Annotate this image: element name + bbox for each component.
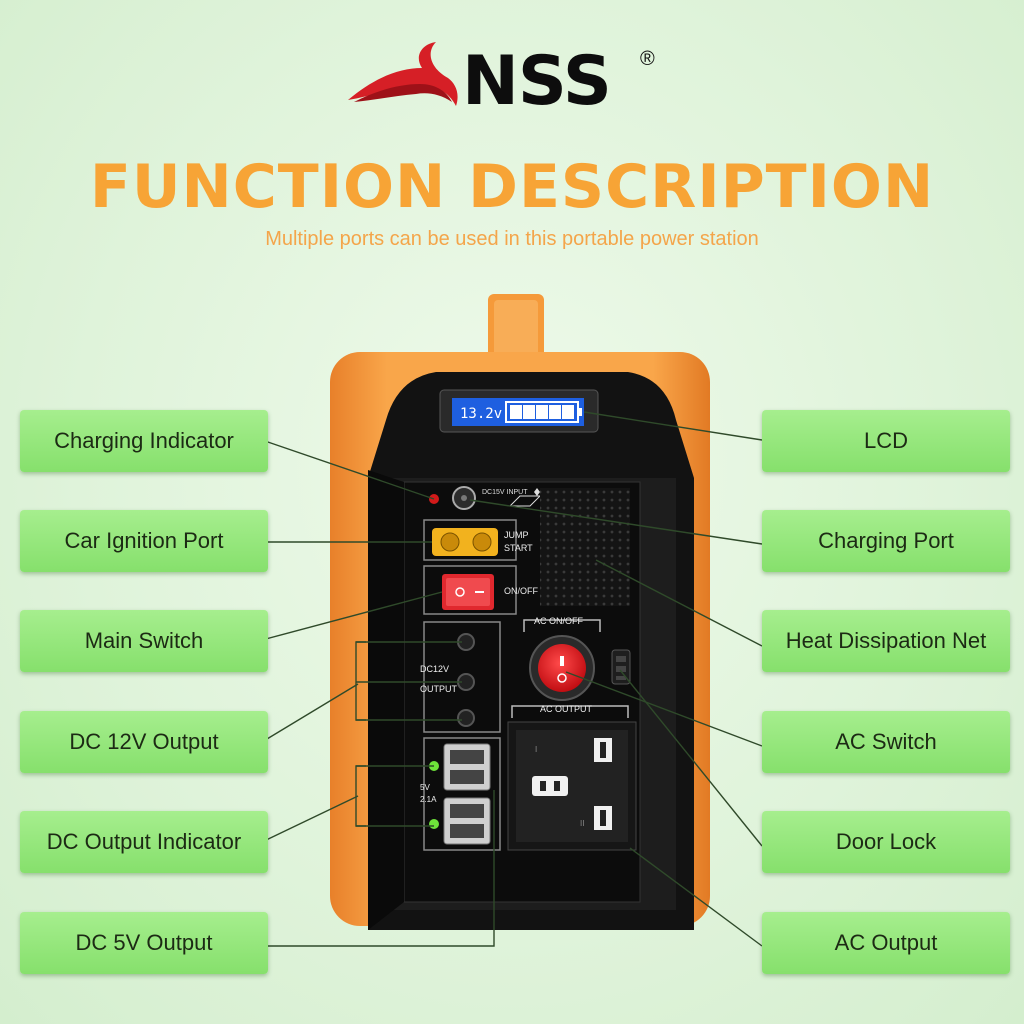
usb-panel — [423, 737, 501, 851]
lcd-voltage: 13.2v — [460, 406, 502, 422]
connector-lines — [261, 411, 763, 947]
dc12v-label: DC12V — [420, 664, 449, 674]
heat-dissipation-net — [540, 488, 630, 606]
output-label: OUTPUT — [420, 684, 458, 694]
ac-on-off-label: AC ON/OFF — [534, 616, 584, 626]
brand-name: NSS — [462, 42, 612, 121]
ac-output-label: AC OUTPUT — [540, 704, 593, 714]
lcd-screen: 13.2v — [439, 389, 599, 433]
socket-ii-label: II — [580, 819, 584, 828]
socket-i-label: I — [535, 745, 537, 754]
usb-5v-label: 5V — [420, 783, 430, 792]
label-dc-12v-output: DC 12V Output — [20, 711, 268, 773]
start-label: START — [504, 543, 533, 553]
input-label: DC15V INPUT — [482, 489, 528, 496]
dc-output-indicator-led-2 — [429, 819, 439, 829]
label-charging-port: Charging Port — [762, 510, 1010, 572]
label-heat-dissipation-net: Heat Dissipation Net — [762, 610, 1010, 672]
registered-mark: ® — [640, 48, 655, 70]
label-main-switch: Main Switch — [20, 610, 268, 672]
on-off-label: ON/OFF — [504, 586, 538, 596]
label-charging-indicator: Charging Indicator — [20, 410, 268, 472]
sun-icon — [534, 488, 540, 496]
page-subtitle: Multiple ports can be used in this porta… — [265, 228, 759, 250]
label-ac-output: AC Output — [762, 912, 1010, 974]
label-ac-switch: AC Switch — [762, 711, 1010, 773]
label-dc-5v-output: DC 5V Output — [20, 912, 268, 974]
usb-port-1[interactable] — [443, 743, 491, 791]
label-car-ignition-port: Car Ignition Port — [20, 510, 268, 572]
dc12v-panel — [423, 621, 501, 733]
label-lcd: LCD — [762, 410, 1010, 472]
usb-port-2[interactable] — [443, 797, 491, 845]
ac-output-socket[interactable] — [507, 721, 637, 851]
label-door-lock: Door Lock — [762, 811, 1010, 873]
main-switch[interactable] — [423, 565, 517, 615]
usb-2a-label: 2.1A — [420, 795, 437, 804]
logo-swoosh-icon — [348, 42, 458, 106]
page-title: FUNCTION DESCRIPTION — [89, 152, 935, 222]
car-ignition-port[interactable] — [423, 519, 517, 561]
dc12v-socket-3[interactable] — [457, 709, 475, 727]
door-lock[interactable] — [611, 649, 631, 685]
label-dc-output-indicator: DC Output Indicator — [20, 811, 268, 873]
jump-label: JUMP — [504, 530, 529, 540]
brand-logo: NSS ® — [344, 38, 664, 121]
ac-switch[interactable] — [529, 635, 595, 701]
